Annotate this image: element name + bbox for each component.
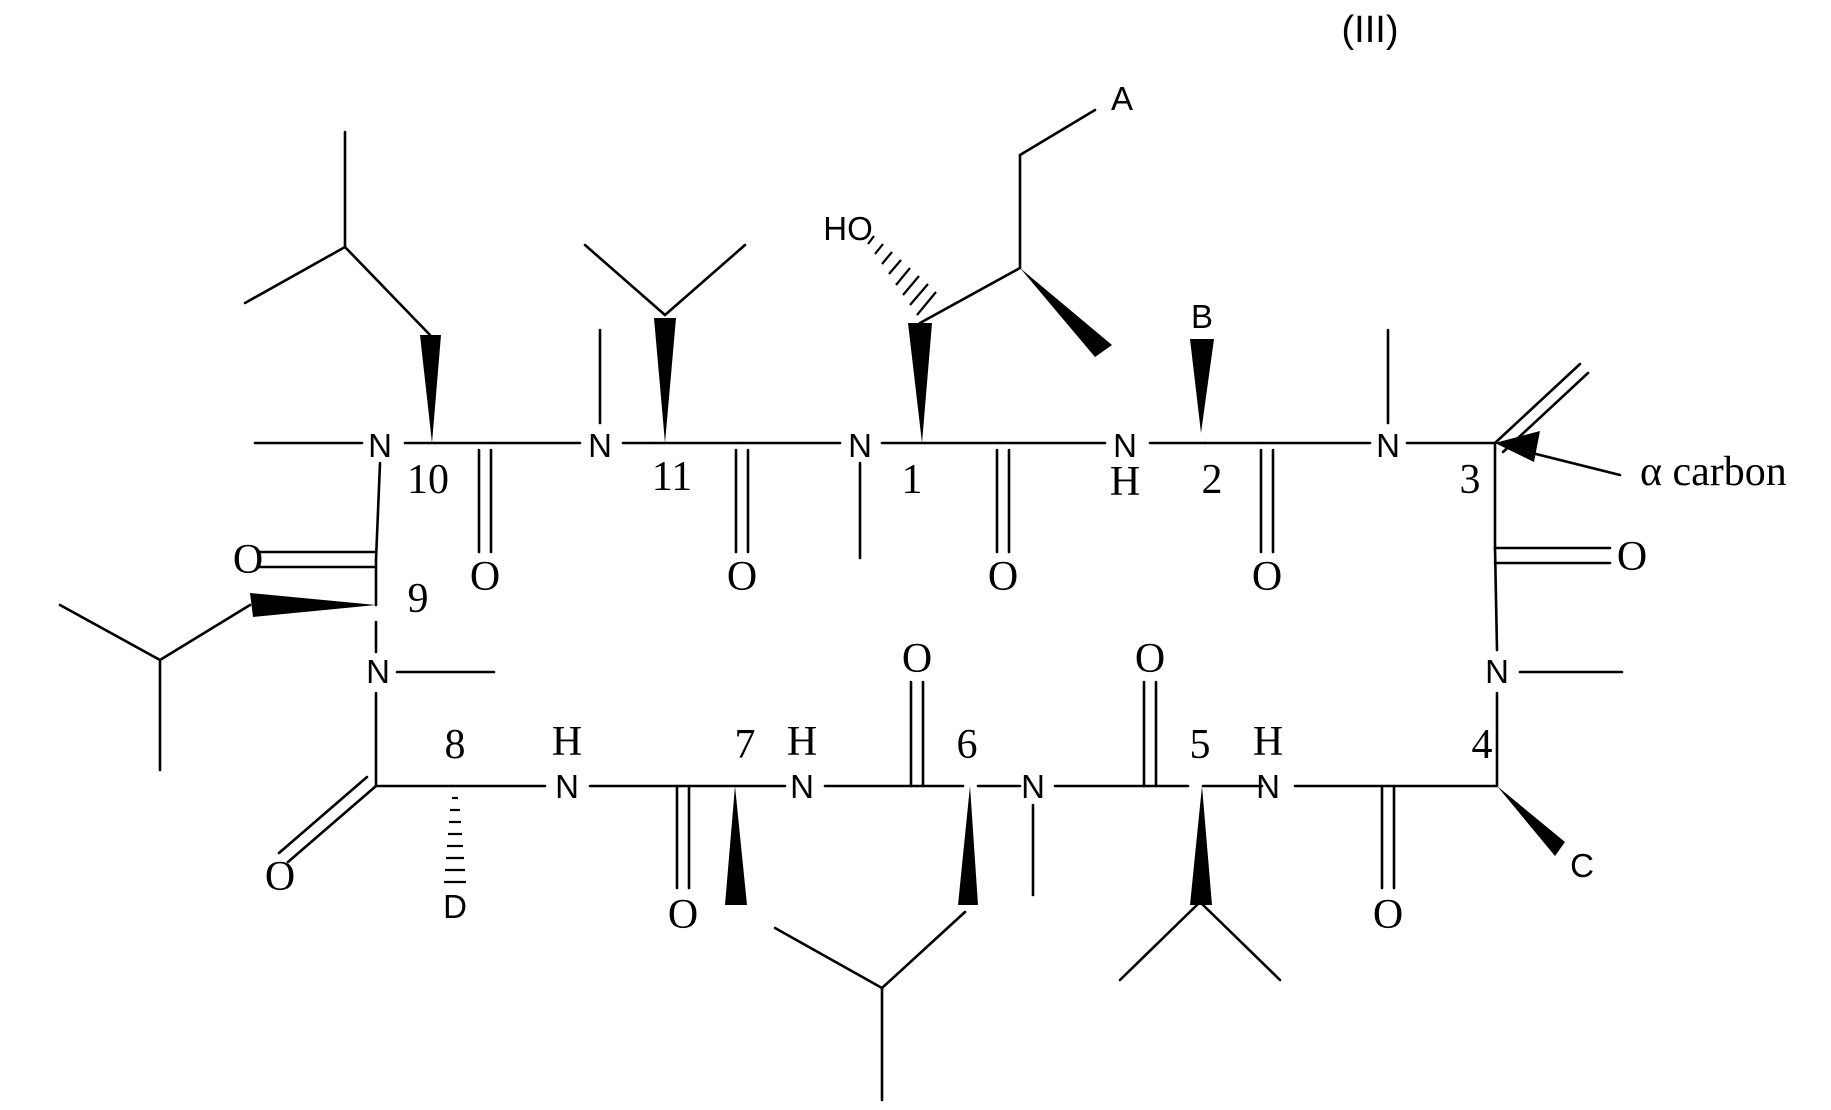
atom-o-residue-10: O [470, 554, 500, 600]
wedge-residue-11 [654, 318, 676, 443]
wedge-residue-10 [420, 335, 441, 443]
atom-h-residue-7: H [787, 719, 817, 765]
alpha-carbon-annotation: α carbon [1640, 449, 1787, 495]
atom-n-residue-10: N [368, 427, 392, 464]
wedge-residue-1-methyl [1020, 268, 1112, 357]
residue-number-8: 8 [445, 722, 466, 768]
atom-n-methyl-bottom: N [1021, 768, 1045, 805]
atom-o-residue-7: O [668, 892, 698, 938]
wedge-residue-2 [1190, 339, 1214, 433]
residue-number-9: 9 [408, 576, 429, 622]
figure-label: (III) [1342, 9, 1399, 51]
residue-number-1: 1 [902, 457, 923, 503]
residue-number-3: 3 [1460, 457, 1481, 503]
residue-number-7: 7 [735, 722, 756, 768]
atom-o-residue-9: O [233, 537, 263, 583]
atom-o-residue-5: O [1135, 636, 1165, 682]
atom-n-residue-3: N [1376, 427, 1400, 464]
atom-o-residue-3: O [1617, 534, 1647, 580]
substituent-labels: A B C D [443, 80, 1594, 925]
atom-o-residue-4: O [1373, 892, 1403, 938]
stereo-wedges [250, 268, 1565, 905]
atom-n-residue-11: N [588, 427, 612, 464]
wedge-residue-4 [1497, 786, 1565, 856]
atom-n-residue-1: N [848, 427, 872, 464]
atom-o-residue-1: O [988, 554, 1018, 600]
residue-number-6: 6 [957, 722, 978, 768]
wedge-residue-6 [958, 786, 978, 905]
atom-n-residue-5: N [1256, 768, 1280, 805]
residue-number-2: 2 [1202, 457, 1223, 503]
wedge-residue-5 [1190, 786, 1212, 905]
residue-number-4: 4 [1472, 722, 1493, 768]
atom-n-residue-9: N [366, 653, 390, 690]
wedge-residue-9 [250, 593, 376, 617]
atom-labels: N N N N H N O O O O O N O N O H N H N N … [233, 210, 1647, 938]
atom-h-residue-8: H [552, 719, 582, 765]
backbone-bonds [255, 330, 1622, 895]
residue-number-11: 11 [652, 454, 692, 500]
atom-n-residue-6: N [790, 768, 814, 805]
atom-o-residue-11: O [727, 554, 757, 600]
substituent-d: D [443, 888, 467, 925]
residue-number-10: 10 [407, 457, 449, 503]
atom-h-residue-5: H [1253, 719, 1283, 765]
substituent-b: B [1191, 298, 1213, 335]
wedge-residue-7 [725, 786, 747, 905]
wedge-residue-1 [908, 323, 932, 443]
atom-o-residue-8: O [265, 854, 295, 900]
atom-o-residue-2: O [1252, 554, 1282, 600]
atom-n-residue-7: N [555, 768, 579, 805]
substituent-c: C [1570, 847, 1594, 884]
atom-n-residue-4: N [1485, 653, 1509, 690]
atom-o-residue-6: O [902, 636, 932, 682]
substituent-a: A [1111, 80, 1133, 117]
atom-h-residue-2: H [1110, 459, 1140, 505]
atom-ho-residue-1: HO [823, 210, 873, 247]
residue-number-5: 5 [1190, 722, 1211, 768]
